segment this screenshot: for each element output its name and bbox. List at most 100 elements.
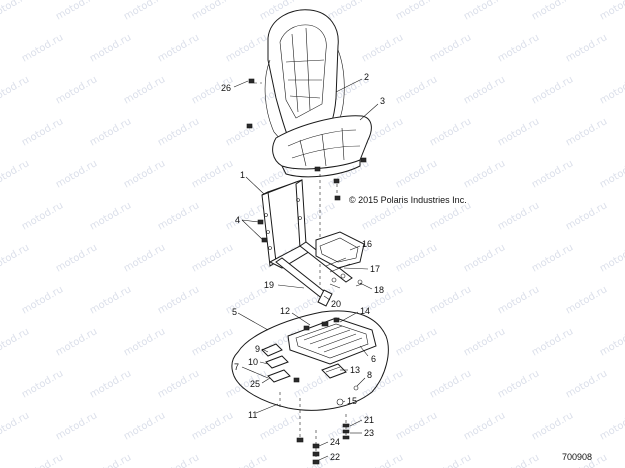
watermark-text: motod.ru [530,0,575,23]
callout-10: 10 [248,357,258,367]
watermark-text: motod.ru [54,242,99,274]
watermark-text: motod.ru [394,74,439,106]
callout-21: 21 [364,415,374,425]
watermark-text: motod.ru [54,74,99,106]
watermark-text: motod.ru [20,32,65,64]
watermark-text: motod.ru [598,158,625,190]
callout-14: 14 [360,306,370,316]
fastener-icon [261,237,268,243]
callout-11: 11 [248,410,257,420]
watermark-text: motod.ru [20,200,65,232]
seat-cushion [272,115,372,170]
bolt-icon [340,273,346,279]
watermark-text: motod.ru [88,116,133,148]
callout-26: 26 [221,83,231,93]
callout-6: 6 [371,354,376,364]
watermark-text: motod.ru [394,242,439,274]
bolt-icon [357,279,363,285]
callout-1: 1 [240,170,245,180]
watermark-text: motod.ru [54,158,99,190]
callout-4: 4 [235,215,240,225]
watermark-text: motod.ru [360,200,405,232]
watermark-text: motod.ru [190,242,235,274]
watermark-text: motod.ru [360,452,405,468]
watermark-text: motod.ru [224,200,269,232]
watermark-text: motod.ru [598,0,625,23]
nut-icon [342,423,350,428]
watermark-text: motod.ru [0,326,31,358]
watermark-text: motod.ru [258,410,303,442]
watermark-text: motod.ru [428,284,473,316]
watermark-text: motod.ru [496,200,541,232]
watermark-text: motod.ru [122,242,167,274]
callout-12: 12 [280,306,290,316]
callout-3: 3 [380,96,385,106]
callout-24: 24 [330,437,340,447]
callout-18: 18 [374,285,384,295]
watermark-text: motod.ru [0,242,31,274]
watermark-text: motod.ru [462,242,507,274]
watermark-text: motod.ru [530,242,575,274]
seat-assembly [246,9,372,300]
base-plate [231,310,389,411]
watermark-text: motod.ru [224,368,269,400]
watermark-text: motod.ru [598,410,625,442]
callout-17: 17 [370,264,380,274]
watermark-text: motod.ru [122,74,167,106]
watermark-text: motod.ru [496,452,541,468]
watermark-text: motod.ru [122,0,167,23]
watermark-text: motod.ru [224,32,269,64]
watermark-text: motod.ru [530,410,575,442]
fastener-icon [333,178,340,184]
watermark-text: motod.ru [20,116,65,148]
watermark-text: motod.ru [564,284,609,316]
watermark-text: motod.ru [88,284,133,316]
watermark-text: motod.ru [156,284,201,316]
drawing-number: 700908 [562,452,592,462]
callout-25: 25 [250,379,260,389]
watermark-text: motod.ru [190,158,235,190]
watermark-text: motod.ru [598,326,625,358]
lower-fasteners [279,392,350,465]
nut-icon [312,459,320,465]
watermark-text: motod.ru [394,158,439,190]
watermark-text: motod.ru [122,326,167,358]
fastener-icon [314,166,321,172]
watermark-text: motod.ru [598,74,625,106]
watermark-text: motod.ru [496,284,541,316]
watermark-text: motod.ru [360,32,405,64]
watermark-text: motod.ru [564,116,609,148]
watermark-text: motod.ru [156,116,201,148]
fastener-icon [334,195,341,201]
callout-5: 5 [232,307,237,317]
callout-9: 9 [255,344,260,354]
watermark-text: motod.ru [428,452,473,468]
watermark-text: motod.ru [224,452,269,468]
watermark-text: motod.ru [190,0,235,23]
watermark-text: motod.ru [394,326,439,358]
watermark-text: motod.ru [428,200,473,232]
fastener-icon [248,78,255,84]
watermark-text: motod.ru [54,0,99,23]
watermark-text: motod.ru [496,368,541,400]
nut-icon [312,443,320,449]
watermark-text: motod.ru [462,158,507,190]
bolt-icon [353,385,359,391]
nut-icon [342,435,350,440]
watermark-text: motod.ru [394,0,439,23]
watermark-text: motod.ru [428,116,473,148]
fastener-icon [303,325,310,331]
watermark-text: motod.ru [564,32,609,64]
callout-15: 15 [347,396,357,406]
watermark-text: motod.ru [54,410,99,442]
callout-13: 13 [350,365,360,375]
watermark-text: motod.ru [20,452,65,468]
fastener-icon [333,317,340,323]
watermark-text: motod.ru [156,452,201,468]
watermark-text: motod.ru [88,32,133,64]
watermark-text: motod.ru [224,116,269,148]
watermark-text: motod.ru [462,410,507,442]
watermark-text: motod.ru [530,326,575,358]
watermark-text: motod.ru [564,200,609,232]
watermark-text: motod.ru [428,368,473,400]
